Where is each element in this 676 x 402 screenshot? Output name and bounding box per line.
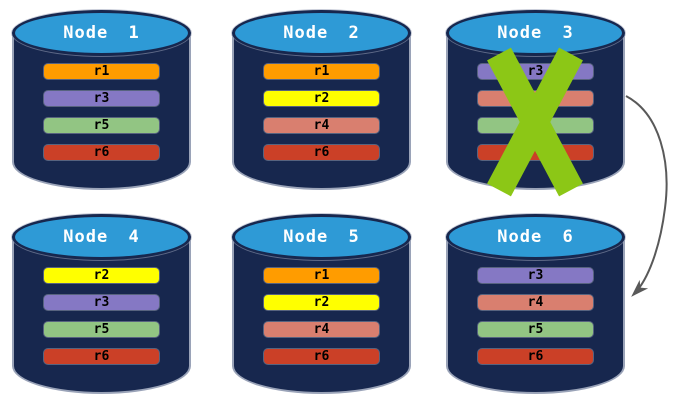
replica-bar: r3 [478,268,593,283]
replica-list: r3 r4 r5 r6 [478,268,593,376]
replica-bar: r5 [478,322,593,337]
replica-bar: r4 [264,322,379,337]
cylinder-top: Node 3 [446,10,625,56]
node-3: Node 3 r3 r4 r5 r6 [446,10,625,197]
cylinder-body [446,236,625,394]
node-title: Node 3 [497,23,574,43]
node-2: Node 2 r1 r2 r4 r6 [232,10,411,190]
replica-list: r2 r3 r5 r6 [44,268,159,376]
cylinder-top: Node 6 [446,214,625,260]
cylinder-body [232,236,411,394]
replica-bar: r6 [44,145,159,160]
replica-list: r1 r2 r4 r6 [264,268,379,376]
node-title: Node 4 [63,227,140,247]
cylinder-top: Node 1 [12,10,191,56]
replica-bar: r2 [264,295,379,310]
replica-bar: r6 [264,349,379,364]
replica-bar: r6 [44,349,159,364]
replica-list: r1 r2 r4 r6 [264,64,379,172]
cylinder-top: Node 2 [232,10,411,56]
cylinder-top: Node 5 [232,214,411,260]
replica-bar: r2 [44,268,159,283]
node-1: Node 1 r1 r3 r5 r6 [12,10,191,190]
replica-bar: r2 [264,91,379,106]
x-stroke [487,47,583,197]
replica-bar: r6 [478,349,593,364]
node-title: Node 5 [283,227,360,247]
node-6: Node 6 r3 r4 r5 r6 [446,214,625,394]
replica-bar: r5 [44,322,159,337]
replica-bar: r4 [478,295,593,310]
replica-bar: r1 [44,64,159,79]
cylinder-top: Node 4 [12,214,191,260]
failure-x-icon [487,47,583,197]
replica-bar: r1 [264,64,379,79]
replica-bar: r1 [264,268,379,283]
node-title: Node 2 [283,23,360,43]
replica-bar: r6 [264,145,379,160]
cylinder-body [12,236,191,394]
replica-bar: r3 [44,91,159,106]
node-5: Node 5 r1 r2 r4 r6 [232,214,411,394]
replica-bar: r5 [44,118,159,133]
node-title: Node 1 [63,23,140,43]
cylinder-body [232,32,411,190]
arrow-curve [625,95,668,297]
cylinder-body [12,32,191,190]
node-title: Node 6 [497,227,574,247]
replica-bar: r4 [264,118,379,133]
replica-list: r1 r3 r5 r6 [44,64,159,172]
node-4: Node 4 r2 r3 r5 r6 [12,214,191,394]
replica-bar: r3 [44,295,159,310]
